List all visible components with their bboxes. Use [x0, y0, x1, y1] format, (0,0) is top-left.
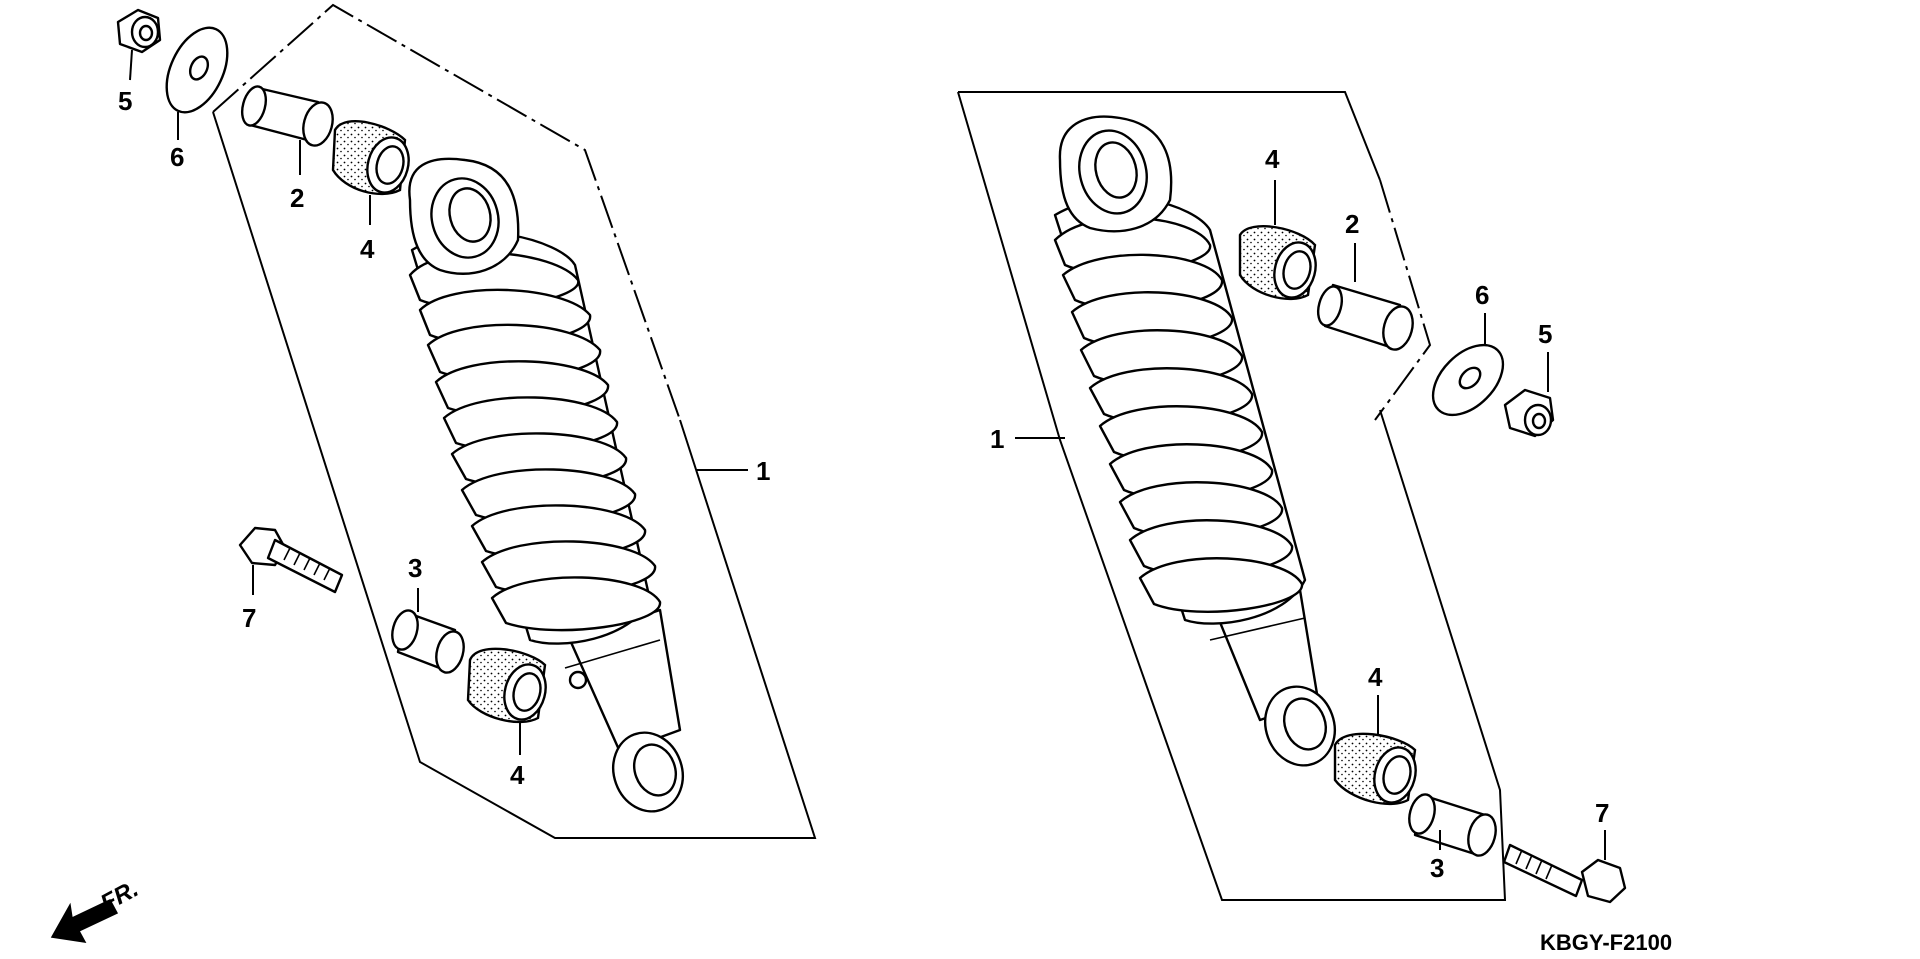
right-callout-bolt: 7 [1595, 798, 1609, 828]
right-group-boundary-solid [957, 91, 1507, 901]
front-arrow-icon [50, 899, 119, 943]
right-callout-collar-upper: 2 [1345, 209, 1359, 239]
right-callout-shock: 1 [990, 424, 1004, 454]
front-direction-indicator: FR. [50, 875, 143, 943]
left-bolt[interactable] [238, 526, 344, 594]
right-callout-collar-lower: 3 [1430, 853, 1444, 883]
right-callout-bushing-upper: 4 [1265, 144, 1280, 174]
left-washer[interactable] [154, 18, 239, 122]
left-group-boundary-dashed [212, 3, 681, 421]
right-washer[interactable] [1420, 332, 1516, 428]
left-group-boundary-solid [212, 111, 817, 839]
left-bushing-upper[interactable] [331, 120, 415, 197]
right-assembly: 4 2 6 5 1 4 3 7 [957, 91, 1627, 904]
left-callout-washer: 6 [170, 142, 184, 172]
left-callout-shock: 1 [756, 456, 770, 486]
left-collar-lower[interactable] [388, 608, 468, 676]
right-collar-upper[interactable] [1314, 283, 1417, 353]
right-bushing-lower[interactable] [1333, 732, 1422, 807]
left-callout-bushing-upper: 4 [360, 234, 375, 264]
left-shock-absorber[interactable] [408, 157, 693, 821]
left-callout-nut: 5 [118, 86, 132, 116]
left-leader-5 [129, 49, 133, 81]
right-bolt[interactable] [1502, 843, 1627, 904]
right-callout-nut: 5 [1538, 319, 1552, 349]
left-collar-upper[interactable] [238, 84, 337, 149]
right-group-boundary-dashed [1374, 179, 1432, 421]
right-callout-washer: 6 [1475, 280, 1489, 310]
right-collar-lower[interactable] [1405, 792, 1500, 859]
right-callout-bushing-lower: 4 [1368, 662, 1383, 692]
right-spring-coils [1053, 196, 1307, 625]
left-spring-coils [408, 231, 662, 645]
left-bushing-lower[interactable] [466, 647, 552, 724]
right-shock-absorber[interactable] [1053, 115, 1346, 776]
right-nut[interactable] [1503, 388, 1555, 438]
left-callout-bushing-lower: 4 [510, 760, 525, 790]
left-callout-collar-lower: 3 [408, 553, 422, 583]
left-assembly: 5 6 2 4 1 7 3 4 [116, 3, 817, 839]
left-nut[interactable] [116, 8, 162, 54]
left-callout-collar-upper: 2 [290, 183, 304, 213]
right-bushing-upper[interactable] [1238, 225, 1322, 302]
diagram-code: KBGY-F2100 [1540, 930, 1672, 955]
left-callout-bolt: 7 [242, 603, 256, 633]
